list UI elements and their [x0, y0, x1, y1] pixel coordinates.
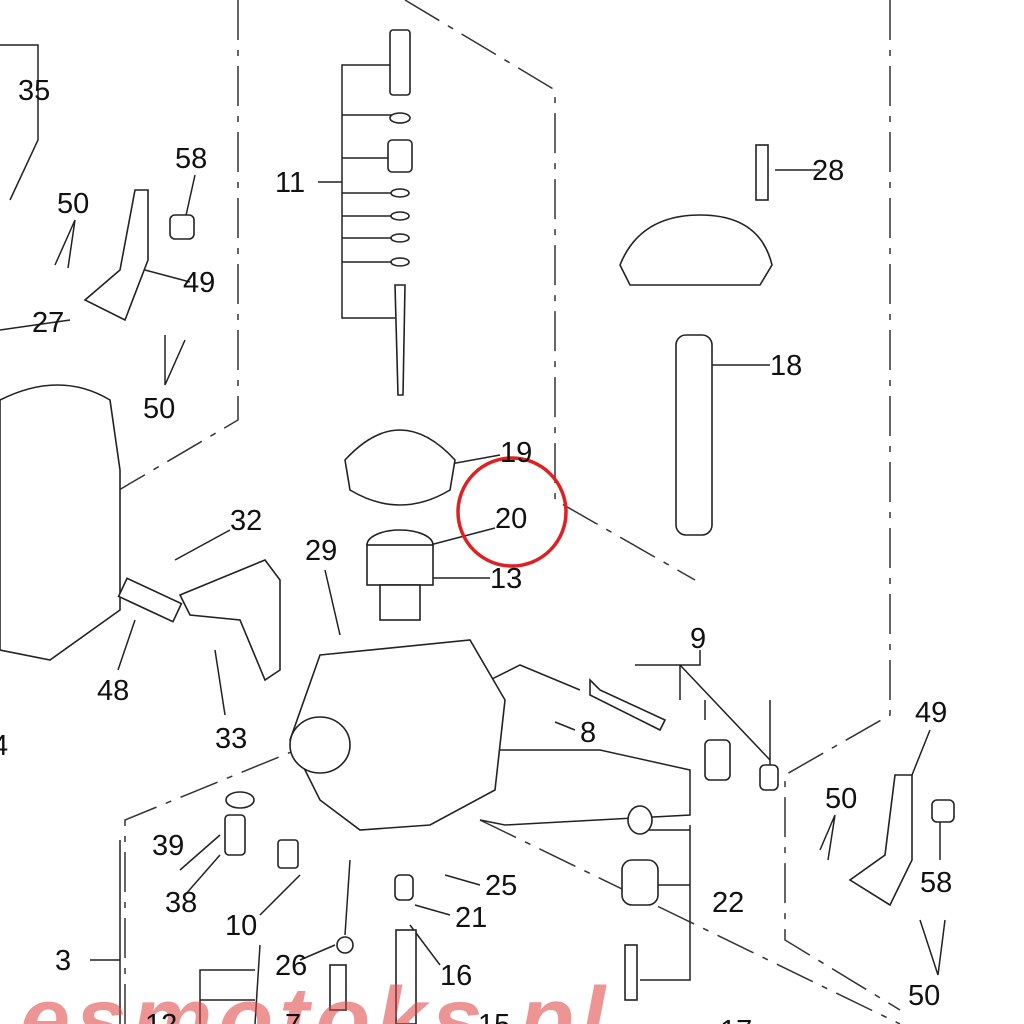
label-21: 21 — [455, 902, 487, 934]
label-50-right: 50 — [825, 783, 857, 815]
label-16: 16 — [440, 960, 472, 992]
parts — [0, 29, 955, 1024]
label-3: 3 — [55, 945, 71, 977]
top-cover — [619, 214, 773, 286]
bracket — [178, 559, 281, 682]
label-35: 35 — [18, 75, 50, 107]
label-29: 29 — [305, 535, 337, 567]
screw-28 — [755, 144, 769, 201]
carburetor-left — [0, 384, 121, 661]
label-58: 58 — [175, 143, 207, 175]
label-50: 50 — [143, 393, 175, 425]
intake-port — [289, 716, 351, 774]
screw-9 — [589, 678, 667, 732]
label-25: 25 — [485, 870, 517, 902]
spring-18 — [675, 334, 713, 536]
shaft-48 — [117, 577, 183, 623]
cap-58 — [169, 214, 195, 240]
diaphragm — [344, 429, 456, 506]
label-18: 18 — [770, 350, 802, 382]
needle-spring — [387, 139, 413, 173]
label-48: 48 — [97, 675, 129, 707]
label-26: 26 — [275, 950, 307, 982]
label-28: 28 — [812, 155, 844, 187]
label-15: 15 — [478, 1009, 510, 1024]
label-13: 13 — [490, 563, 522, 595]
watermark: esmotoks.pl — [20, 970, 611, 1024]
label-38: 38 — [165, 887, 197, 919]
label-19: 19 — [500, 437, 532, 469]
label-49-right: 49 — [915, 697, 947, 729]
label-39: 39 — [152, 830, 184, 862]
hose-49 — [83, 189, 149, 322]
label-12: 12 — [145, 1009, 177, 1024]
label-58-right: 58 — [920, 867, 952, 899]
leader-lines — [0, 44, 946, 1024]
label-8: 8 — [580, 717, 596, 749]
label-27: 27 — [32, 307, 64, 339]
label-49: 49 — [183, 267, 215, 299]
needle-holder — [389, 29, 411, 96]
label-50: 50 — [57, 188, 89, 220]
jet-needle — [394, 284, 406, 396]
highlight-circle — [456, 456, 568, 568]
label-20: 20 — [495, 503, 527, 535]
part-labels: 35 58 50 49 27 50 11 28 18 19 20 13 29 3… — [0, 75, 952, 1024]
hose-49-right — [848, 774, 913, 907]
label-17: 17 — [720, 1015, 752, 1024]
label-10: 10 — [225, 910, 257, 942]
label-11: 11 — [275, 167, 305, 199]
label-7: 7 — [285, 1009, 301, 1024]
label-32: 32 — [230, 505, 262, 537]
label-33: 33 — [215, 723, 247, 755]
label-9: 9 — [690, 623, 706, 655]
label-22: 22 — [712, 887, 744, 919]
label-50-bottom: 50 — [908, 980, 940, 1012]
cap-58-right — [931, 799, 955, 823]
label-4: 4 — [0, 730, 8, 762]
